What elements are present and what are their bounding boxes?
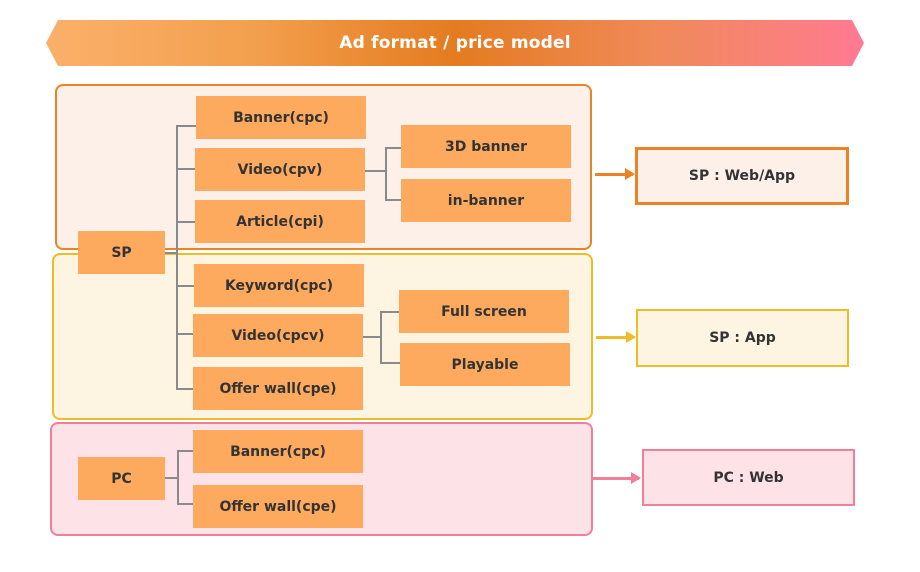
node-video-cpv: Video(cpv)	[195, 148, 365, 191]
page-title: Ad format / price model	[339, 33, 571, 53]
connector-pc-trunk	[177, 450, 179, 504]
node-offer-wall-cpe: Offer wall(cpe)	[193, 367, 363, 410]
connector-sp-root	[165, 252, 177, 254]
node-keyword-cpc: Keyword(cpc)	[194, 264, 364, 307]
connector-3d	[385, 147, 401, 149]
connector-cpcv-sub-trunk	[380, 311, 382, 363]
connector-keyword	[176, 285, 196, 287]
target-sp-web-app: SP : Web/App	[635, 147, 849, 205]
arrow-to-pc-web	[593, 472, 641, 484]
node-banner-cpc: Banner(cpc)	[196, 96, 366, 139]
arrow-to-sp-app	[596, 331, 636, 343]
node-3d-banner: 3D banner	[401, 125, 571, 168]
connector-pc-root	[165, 477, 178, 479]
node-pc-banner-cpc: Banner(cpc)	[193, 430, 363, 473]
arrow-to-sp-web-app	[595, 168, 635, 180]
connector-sp-trunk	[176, 125, 178, 389]
connector-pc-offerwall	[177, 503, 193, 505]
connector-cpcv-sub	[363, 336, 381, 338]
connector-cpv-sub	[365, 170, 385, 172]
connector-video-cpv	[176, 168, 196, 170]
connector-cpv-sub-trunk	[385, 147, 387, 200]
node-playable: Playable	[400, 343, 570, 386]
node-in-banner: in-banner	[401, 179, 571, 222]
target-sp-app: SP : App	[636, 309, 849, 367]
connector-article	[176, 221, 196, 223]
target-pc-web: PC : Web	[642, 449, 855, 506]
node-pc-offer-wall-cpe: Offer wall(cpe)	[193, 485, 363, 528]
connector-offerwall-sp	[176, 388, 196, 390]
node-pc: PC	[78, 457, 165, 500]
title-banner: Ad format / price model	[46, 20, 864, 66]
node-article-cpi: Article(cpi)	[195, 200, 365, 243]
node-full-screen: Full screen	[399, 290, 569, 333]
connector-inbanner	[385, 199, 401, 201]
connector-pc-banner	[177, 450, 193, 452]
connector-video-cpcv	[176, 333, 196, 335]
connector-banner	[176, 125, 196, 127]
connector-playable	[380, 362, 400, 364]
node-sp: SP	[78, 231, 165, 274]
connector-fullscreen	[380, 311, 400, 313]
node-video-cpcv: Video(cpcv)	[193, 314, 363, 357]
